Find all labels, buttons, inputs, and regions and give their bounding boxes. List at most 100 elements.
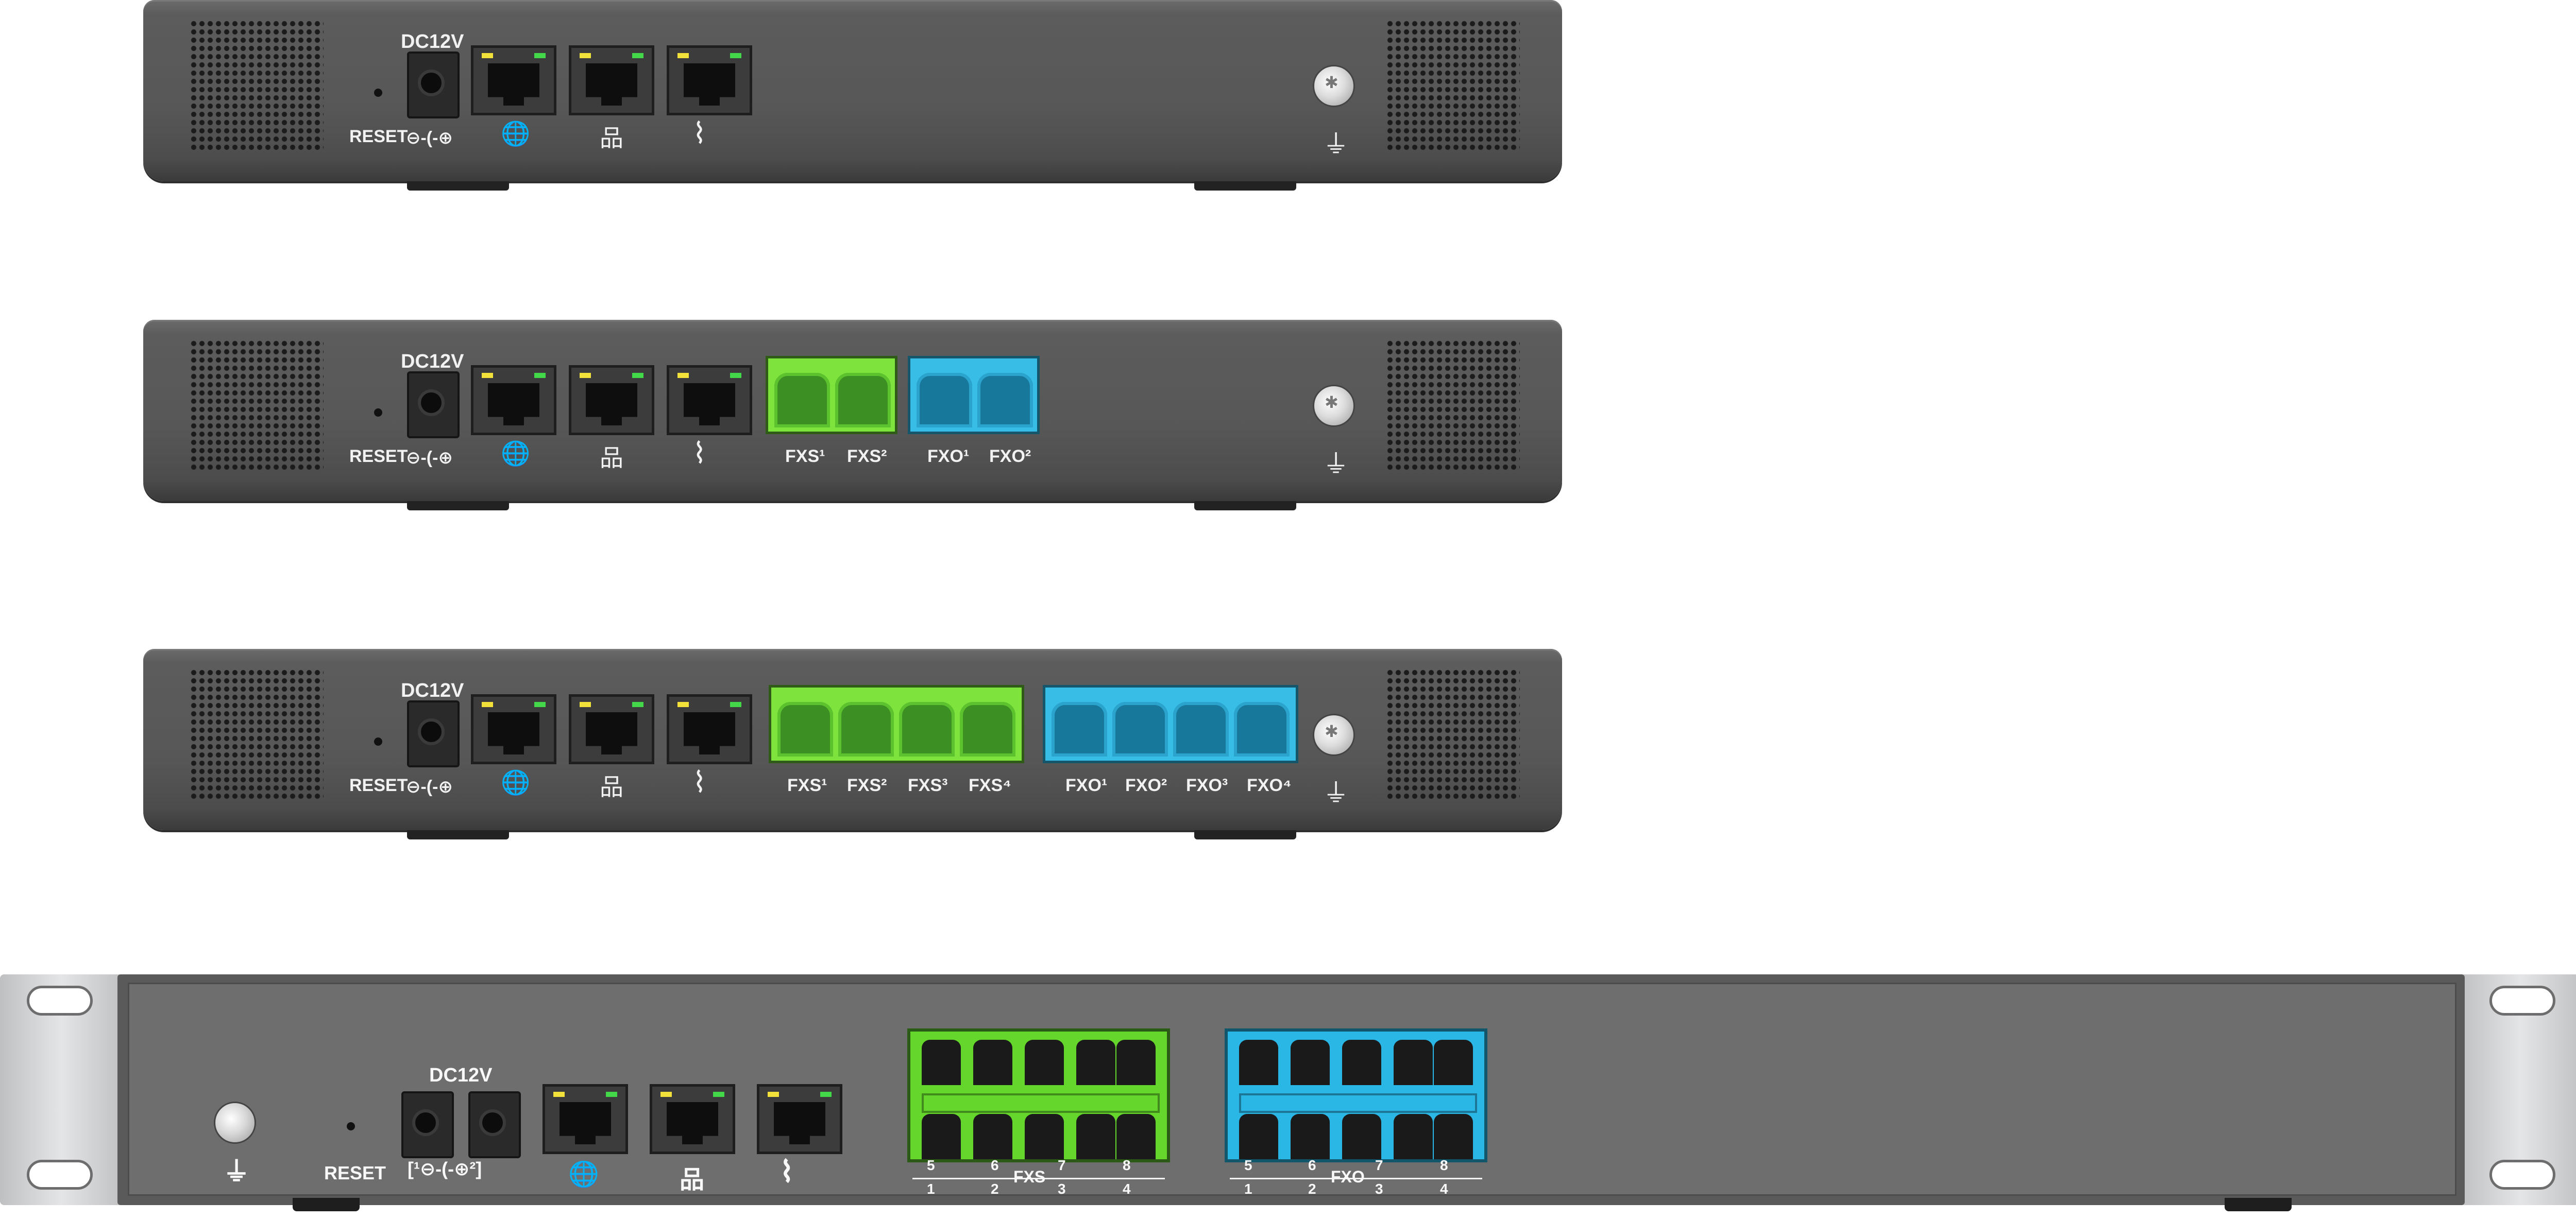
fxo-port[interactable] [1394, 1040, 1433, 1085]
fxo-port-block [1043, 685, 1298, 763]
vent-grille-right [1386, 668, 1520, 801]
lan-port[interactable] [650, 1084, 735, 1154]
wan-port[interactable] [471, 45, 556, 115]
fxs-port[interactable] [922, 1040, 961, 1085]
fxs-port[interactable] [1076, 1114, 1115, 1159]
led-green [534, 373, 546, 378]
port-socket [774, 1102, 825, 1144]
port-number: 8 [1440, 1157, 1448, 1173]
heartbeat-icon: ⌇ [692, 766, 707, 798]
fxs-port[interactable] [838, 702, 894, 757]
fxo-port[interactable] [1342, 1114, 1381, 1159]
port-number: 2 [991, 1181, 999, 1197]
led-yellow [580, 702, 591, 707]
port-socket [667, 1102, 718, 1144]
reset-button[interactable] [374, 408, 382, 417]
rack-front-panel: ⏚ RESET DC12V [¹⊖-(-⊕²] 🌐 品 ⌇ [128, 983, 2456, 1197]
heartbeat-port[interactable] [667, 694, 752, 764]
fxo-port[interactable] [1394, 1114, 1433, 1159]
fxs-port-block [766, 356, 897, 434]
reset-label: RESET [349, 127, 408, 146]
dc-power-jack-1[interactable] [401, 1091, 454, 1158]
ground-icon: ⏚ [1323, 779, 1349, 808]
dc-label: DC12V [429, 1065, 493, 1086]
mount-slot [2489, 1160, 2555, 1190]
fxo-port[interactable] [1239, 1114, 1278, 1159]
port-number: 3 [1375, 1181, 1383, 1197]
fxs-port[interactable] [774, 373, 830, 427]
led-green [632, 702, 643, 707]
led-green [820, 1092, 832, 1097]
fxo-port[interactable] [1112, 702, 1168, 757]
reset-button[interactable] [347, 1122, 355, 1130]
fxo-port[interactable] [1291, 1040, 1330, 1085]
wan-port[interactable] [471, 365, 556, 435]
fxs-port[interactable] [1025, 1040, 1064, 1085]
heartbeat-port[interactable] [667, 365, 752, 435]
fxo-port[interactable] [1234, 702, 1290, 757]
fxs-label: FXS [1013, 1168, 1046, 1186]
fxo-port[interactable] [977, 373, 1033, 427]
fxs-port[interactable] [973, 1040, 1012, 1085]
fxs-port[interactable] [1025, 1114, 1064, 1159]
dc-power-jack[interactable] [407, 371, 460, 438]
led-green [730, 53, 741, 58]
fxs-port-label: FXS¹ [785, 447, 825, 466]
fxo-port[interactable] [1173, 702, 1229, 757]
port-socket [488, 63, 539, 106]
dc-power-jack-2[interactable] [468, 1091, 521, 1158]
rack-ear-left [0, 974, 123, 1205]
rack-mount-gateway: ⏚ RESET DC12V [¹⊖-(-⊕²] 🌐 品 ⌇ [0, 974, 2576, 1215]
fxs-port[interactable] [973, 1114, 1012, 1159]
fxo-port[interactable] [1434, 1114, 1473, 1159]
port-number: 7 [1375, 1157, 1383, 1173]
fxo-port[interactable] [1434, 1040, 1473, 1085]
port-number: 1 [927, 1181, 935, 1197]
lan-port[interactable] [569, 365, 654, 435]
led-yellow [768, 1092, 779, 1097]
port-number: 6 [991, 1157, 999, 1173]
port-socket [684, 712, 735, 754]
port-number: 3 [1058, 1181, 1066, 1197]
led-green [534, 53, 546, 58]
rack-chassis: ⏚ RESET DC12V [¹⊖-(-⊕²] 🌐 品 ⌇ [117, 974, 2465, 1211]
lan-port[interactable] [569, 45, 654, 115]
led-green [730, 373, 741, 378]
dc-power-jack[interactable] [407, 700, 460, 767]
port-divider [1239, 1093, 1477, 1113]
screw-icon [1313, 714, 1355, 756]
ground-icon: ⏚ [1323, 130, 1349, 159]
fxs-port[interactable] [1116, 1040, 1156, 1085]
fxs-port[interactable] [1116, 1114, 1156, 1159]
dc-power-jack[interactable] [407, 51, 460, 118]
led-yellow [677, 53, 689, 58]
fxs-port[interactable] [1076, 1040, 1115, 1085]
port-socket [684, 63, 735, 106]
heartbeat-port[interactable] [757, 1084, 842, 1154]
reset-button[interactable] [374, 737, 382, 746]
fxo-port[interactable] [1052, 702, 1107, 757]
fxo-port[interactable] [1342, 1040, 1381, 1085]
wan-port[interactable] [471, 694, 556, 764]
fxs-port[interactable] [899, 702, 955, 757]
fxs-port[interactable] [960, 702, 1015, 757]
fxo-port-label: FXO¹ [1065, 776, 1108, 795]
wan-port[interactable] [543, 1084, 628, 1154]
lan-network-icon: 品 [600, 125, 623, 151]
port-socket [586, 383, 637, 425]
fxo-port[interactable] [1239, 1040, 1278, 1085]
lan-port[interactable] [569, 694, 654, 764]
led-green [632, 53, 643, 58]
fxo-port[interactable] [917, 373, 972, 427]
port-number: 6 [1308, 1157, 1316, 1173]
fxs-port-label: FXS² [847, 776, 887, 795]
rack-ear-right [2460, 974, 2576, 1205]
fxs-port[interactable] [922, 1114, 961, 1159]
fxs-port[interactable] [835, 373, 891, 427]
device-foot [1194, 181, 1296, 191]
reset-button[interactable] [374, 89, 382, 97]
fxs-port[interactable] [777, 702, 833, 757]
fxo-port[interactable] [1291, 1114, 1330, 1159]
heartbeat-port[interactable] [667, 45, 752, 115]
port-number: 4 [1440, 1181, 1448, 1197]
